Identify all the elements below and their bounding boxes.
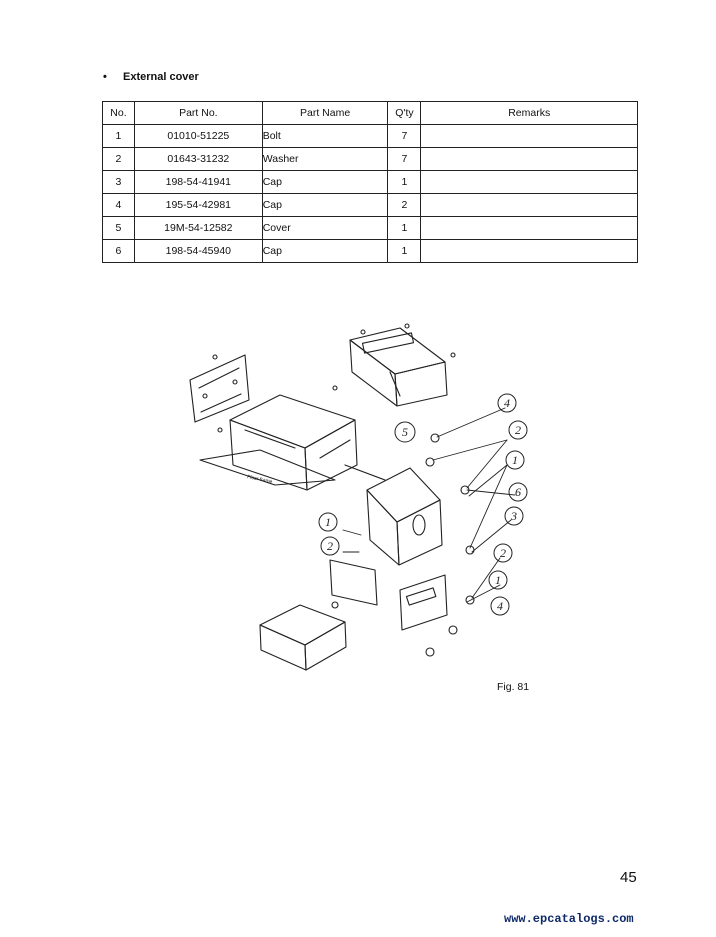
callout-label: 3 <box>510 509 517 523</box>
cell-no: 6 <box>102 239 135 263</box>
section-heading: • External cover <box>103 71 199 83</box>
parts-table: No. Part No. Part Name Q'ty Remarks 1 01… <box>102 101 638 263</box>
table-header-row: No. Part No. Part Name Q'ty Remarks <box>102 101 638 125</box>
table-row: 5 19M-54-12582 Cover 1 <box>102 216 638 240</box>
cell-qty: 7 <box>387 124 422 148</box>
table-row: 1 01010-51225 Bolt 7 <box>102 124 638 148</box>
col-header-part-name: Part Name <box>261 101 389 125</box>
cell-no: 2 <box>102 147 135 171</box>
rear-bracket <box>349 327 448 407</box>
cell-no: 1 <box>102 124 135 148</box>
table-row: 3 198-54-41941 Cap 1 <box>102 170 638 194</box>
cell-qty: 1 <box>387 216 422 240</box>
figure-caption: Fig. 81 <box>497 681 530 693</box>
callout-circle <box>318 512 338 532</box>
table-row: 2 01643-31232 Washer 7 <box>102 147 638 171</box>
cell-remarks <box>420 147 638 171</box>
cell-remarks <box>420 193 638 217</box>
floor-frame-label: Floor frame <box>247 474 273 485</box>
col-header-part-no: Part No. <box>133 101 263 125</box>
center-cover <box>344 464 443 566</box>
callout-label: 1 <box>495 573 501 587</box>
callout-circle <box>504 506 524 526</box>
cell-qty: 7 <box>387 147 422 171</box>
battery-box <box>259 604 347 671</box>
callout-circle <box>490 596 510 616</box>
section-title: External cover <box>123 71 199 83</box>
cell-no: 5 <box>102 216 135 240</box>
cell-part-name: Cover <box>261 216 389 240</box>
cell-part-name: Cap <box>261 170 389 194</box>
leader-lines <box>342 407 516 603</box>
callout-label: 4 <box>497 599 503 613</box>
cell-part-no: 198-54-45940 <box>133 239 263 263</box>
callout-circle <box>394 421 416 443</box>
cell-part-name: Cap <box>261 239 389 263</box>
callout-label: 2 <box>500 546 506 560</box>
cell-no: 3 <box>102 170 135 194</box>
cell-part-name: Cap <box>261 193 389 217</box>
cell-part-no: 19M-54-12582 <box>133 216 263 240</box>
page-number: 45 <box>620 869 637 886</box>
callout-circle <box>497 393 517 413</box>
left-side-plate <box>189 354 250 423</box>
callout-label: 1 <box>325 515 331 529</box>
callout-circle <box>505 450 525 470</box>
cell-part-name: Bolt <box>261 124 389 148</box>
cell-remarks <box>420 239 638 263</box>
cell-remarks <box>420 170 638 194</box>
callout-label: 2 <box>515 423 521 437</box>
cell-qty: 1 <box>387 239 422 263</box>
cell-qty: 2 <box>387 193 422 217</box>
exploded-parts-diagram: 4 2 1 6 3 5 1 2 2 1 4 Floor frame <box>189 323 528 671</box>
callout-circle <box>508 482 528 502</box>
callouts <box>318 393 528 616</box>
callout-circle <box>488 570 508 590</box>
callout-label: 5 <box>402 425 408 439</box>
lower-brackets <box>329 559 448 631</box>
callout-label: 1 <box>512 453 518 467</box>
bullet: • <box>103 71 107 83</box>
cell-part-no: 01010-51225 <box>133 124 263 148</box>
cell-remarks <box>420 216 638 240</box>
cell-part-name: Washer <box>261 147 389 171</box>
cell-qty: 1 <box>387 170 422 194</box>
callout-label: 6 <box>515 485 521 499</box>
table-row: 6 198-54-45940 Cap 1 <box>102 239 638 263</box>
callout-label: 2 <box>327 539 333 553</box>
table-row: 4 195-54-42981 Cap 2 <box>102 193 638 217</box>
col-header-no: No. <box>102 101 135 125</box>
cell-no: 4 <box>102 193 135 217</box>
callout-circle <box>493 543 513 563</box>
callout-label: 4 <box>504 396 510 410</box>
frame-bolts <box>212 323 456 433</box>
col-header-qty: Q'ty <box>387 101 422 125</box>
cell-part-no: 198-54-41941 <box>133 170 263 194</box>
cell-part-no: 01643-31232 <box>133 147 263 171</box>
footer-watermark-link[interactable]: www.epcatalogs.com <box>504 912 634 926</box>
cell-remarks <box>420 124 638 148</box>
callout-circle <box>508 420 528 440</box>
callout-circle <box>320 536 340 556</box>
cover-housing <box>199 394 358 491</box>
cell-part-no: 195-54-42981 <box>133 193 263 217</box>
col-header-remarks: Remarks <box>420 101 638 125</box>
